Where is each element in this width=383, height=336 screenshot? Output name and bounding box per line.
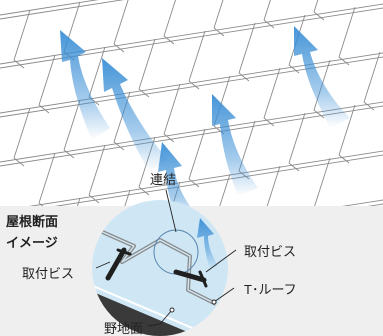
callout-circle xyxy=(92,200,228,336)
leader-t-roof xyxy=(213,287,235,303)
screw-icon xyxy=(173,269,208,288)
leader-roof-deck xyxy=(147,309,173,327)
label-connection: 連結 xyxy=(150,172,176,187)
leader-connection xyxy=(165,189,177,233)
section-title-line2: イメージ xyxy=(6,236,58,251)
label-fastener-right: 取付ビス xyxy=(244,244,296,259)
arrow-up-icon xyxy=(60,30,110,140)
leader-fastener-left xyxy=(95,261,111,269)
arrow-up-icon xyxy=(102,58,168,172)
arrow-up-icon xyxy=(294,26,350,128)
section-title-line1: 屋根断面 xyxy=(6,214,58,230)
airflow-arrows xyxy=(60,26,350,226)
label-roof-deck: 野地面 xyxy=(104,321,143,336)
leader-lines xyxy=(95,189,237,327)
label-t-roof: T･ルーフ xyxy=(244,282,297,297)
arrow-up-icon xyxy=(197,218,218,270)
screw-icon xyxy=(105,247,132,281)
label-fastener-left: 取付ビス xyxy=(22,266,74,281)
arrow-up-icon xyxy=(212,94,258,196)
arrow-up-icon xyxy=(158,142,200,226)
leader-fastener-right xyxy=(205,249,237,273)
